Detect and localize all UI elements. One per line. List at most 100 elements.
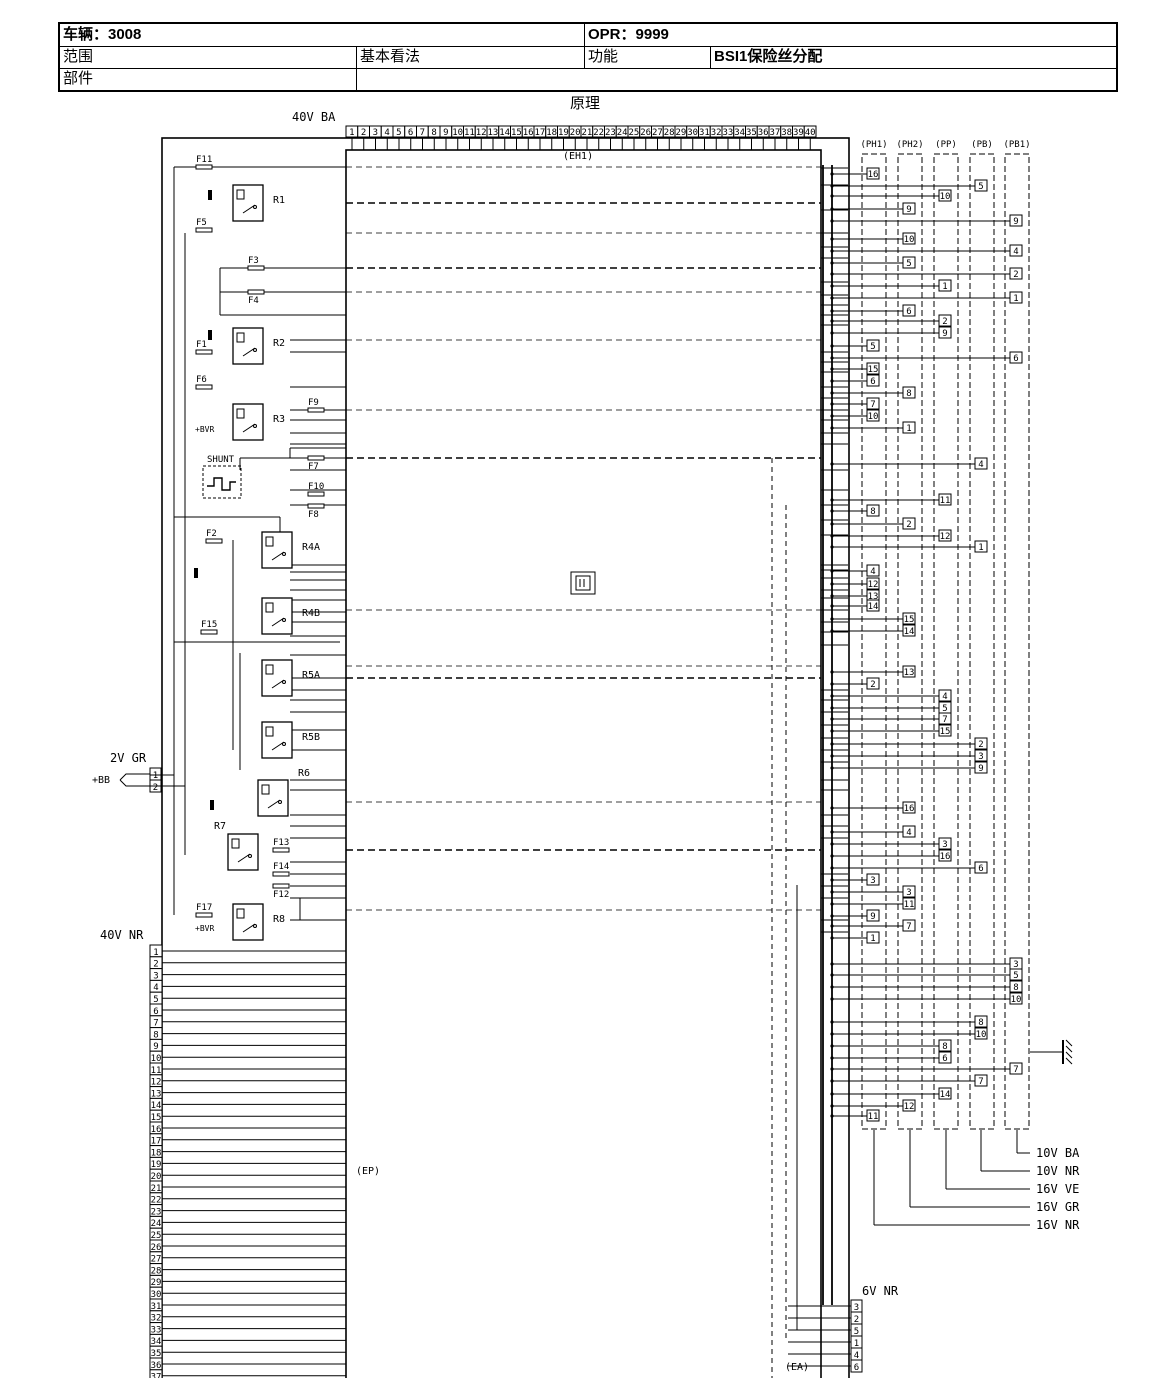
pin-label: 14 [904,627,915,637]
pin-label: 7 [942,715,947,725]
relay-label: R2 [273,338,285,349]
right-pin [974,1074,988,1087]
pin-label: 4 [384,128,389,138]
right-pin [866,873,880,886]
pin-label: 9 [978,764,983,774]
right-pin [866,409,880,422]
relay-label: R4B [302,608,320,619]
vehicle-label: 车辆：3008 [63,26,142,43]
fuse-f11 [195,164,213,170]
junction-dot [830,617,834,621]
pin-label: 34 [151,1337,162,1347]
pin-label: 6 [153,1007,158,1017]
right-pin [938,1051,952,1064]
pin-label: 4 [1013,247,1018,257]
right-pin [902,885,916,898]
junction-dot [830,272,834,276]
fuse-label: F6 [196,375,207,385]
right-pin [938,849,952,862]
pin-label: 1 [870,934,875,944]
right-pin [1009,291,1023,304]
wire [267,799,281,809]
pin-label: 9 [942,329,947,339]
pin-label: 15 [511,128,522,138]
right-legend-label: 16V GR [1036,1200,1080,1214]
right-pin [938,1087,952,1100]
relay-contact-icon [282,742,286,746]
right-legend-label: 16V NR [1036,1218,1080,1232]
internal-wiring [346,165,848,1378]
junction-dot [830,319,834,323]
pin-label: 21 [581,128,592,138]
pin-label: 7 [153,1019,158,1029]
right-pin [938,724,952,737]
right-group-box [897,153,923,1130]
right-pin [866,339,880,352]
pin-label: 32 [711,128,722,138]
pin-label: 27 [151,1255,162,1265]
pin-label: 38 [781,128,792,138]
junction-dot [830,924,834,928]
pin-label: 15 [904,615,915,625]
pin-label: 2 [978,740,983,750]
pin-label: 9 [443,128,448,138]
supply-label: +BB [92,775,110,786]
pin-label: 10 [1011,995,1022,1005]
pin-label: 10 [868,412,879,422]
left-small-connector-label: 2V GR [110,751,147,765]
relay-label: R5B [302,732,320,743]
junction-dot [830,866,834,870]
junction-dot [830,582,834,586]
pin-label: 25 [151,1231,162,1241]
fuse-label: F10 [308,482,324,492]
pin-label: 3 [942,840,947,850]
pin-label: 5 [153,995,158,1005]
right-pin [1009,351,1023,364]
junction-dot [830,1044,834,1048]
pin-label: 36 [151,1361,162,1371]
wire [237,853,251,863]
header-divider [356,46,357,92]
pin-label: 1 [153,771,158,781]
right-group-label: (PH2) [896,140,923,150]
junction-dot [830,878,834,882]
pin-label: 10 [940,192,951,202]
pin-label: 15 [868,365,879,375]
junction-dot [830,249,834,253]
header-table: 车辆：3008 OPR：9999 范围 基本看法 功能 BSI1保险丝分配 部件 [58,22,1118,92]
junction-dot [830,402,834,406]
junction-dot [830,936,834,940]
right-pin [866,374,880,387]
pin-label: 7 [978,1077,983,1087]
right-pin [902,897,916,910]
junction-dot [830,344,834,348]
junction-dot [830,1020,834,1024]
pin-label: 11 [940,496,951,506]
top-connector-name: (EH1) [563,151,593,162]
pin-label: 1 [349,128,354,138]
pin-label: 10 [976,1030,987,1040]
pin-label: 3 [978,752,983,762]
right-pin [902,232,916,245]
junction-dot [830,331,834,335]
fuse-f9 [307,407,325,413]
relay-contact-icon [278,800,282,804]
fuse-label: F8 [308,510,319,520]
fuse-label: F14 [273,862,289,872]
right-pin [902,825,916,838]
pin-label: 7 [870,400,875,410]
right-pin [974,749,988,762]
junction-dot [830,284,834,288]
relay-label: R8 [273,914,285,925]
junction-dot [830,356,834,360]
pin-label: 7 [906,922,911,932]
relay-contact-icon [253,205,257,209]
pin-label: 8 [870,507,875,517]
right-pin [866,677,880,690]
left-big-connector-name: (EP) [356,1166,380,1177]
pin-label: 8 [906,389,911,399]
aux-supply-label: +BVR [195,924,214,933]
header-divider [60,68,1116,69]
right-pin [866,397,880,410]
pin-label: 32 [151,1314,162,1324]
